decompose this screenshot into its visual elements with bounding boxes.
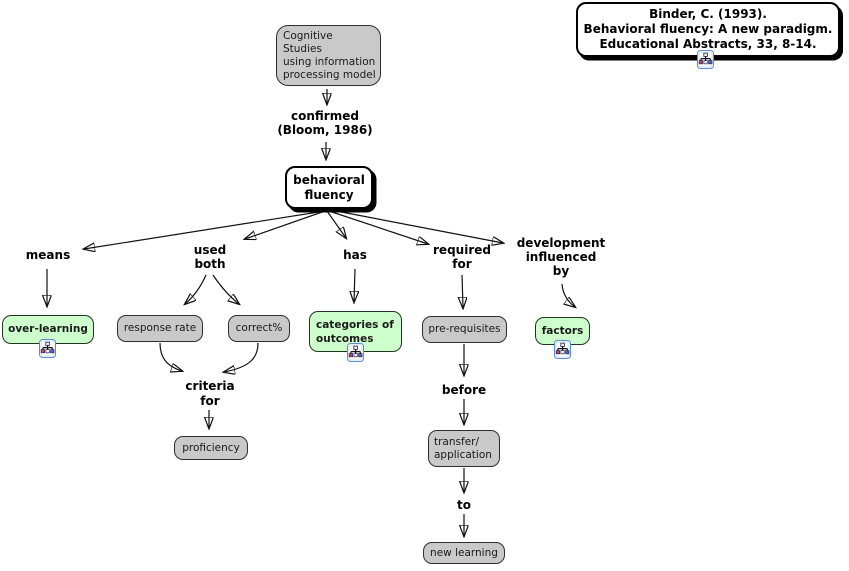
- node-categories-of-outcomes[interactable]: categories of outcomes: [309, 311, 402, 352]
- link-before[interactable]: before: [441, 383, 487, 397]
- link-used-both[interactable]: used both: [193, 243, 227, 271]
- node-correct-percent[interactable]: correct%: [228, 315, 290, 342]
- arrow-bf-to-has: [326, 210, 346, 238]
- arrow-correct-percent-to-criteria: [224, 342, 259, 372]
- arrow-bf-to-required-for: [328, 210, 428, 244]
- link-confirmed[interactable]: confirmed (Bloom, 1986): [277, 109, 373, 137]
- node-pre-requisites[interactable]: pre-requisites: [422, 316, 507, 343]
- link-means[interactable]: means: [25, 248, 71, 262]
- arrow-used-both-to-correct-percent: [212, 274, 239, 304]
- resource-icon-citation[interactable]: [697, 50, 714, 69]
- node-cognitive-studies[interactable]: Cognitive Studies using information proc…: [276, 25, 381, 86]
- link-criteria-for[interactable]: criteria for: [185, 379, 235, 408]
- link-development-influenced-by[interactable]: development influenced by: [516, 236, 606, 278]
- arrow-bf-to-development: [330, 209, 503, 243]
- node-behavioral-fluency[interactable]: behavioral fluency: [285, 166, 373, 209]
- link-required-for[interactable]: required for: [433, 243, 491, 271]
- arrow-response-rate-to-criteria: [159, 342, 182, 371]
- arrow-required-for-to-pre-requisites: [462, 274, 463, 308]
- arrow-bf-to-means: [84, 210, 326, 249]
- link-has[interactable]: has: [343, 248, 367, 262]
- arrow-used-both-to-response-rate: [185, 274, 207, 304]
- link-to[interactable]: to: [457, 498, 471, 512]
- arrow-bf-to-used-both: [245, 210, 326, 239]
- node-new-learning[interactable]: new learning: [423, 542, 505, 564]
- resource-icon-factors[interactable]: [554, 340, 571, 359]
- arrow-has-to-categories: [354, 268, 355, 302]
- node-proficiency[interactable]: proficiency: [174, 436, 248, 460]
- arrow-development-to-factors: [561, 283, 575, 307]
- node-response-rate[interactable]: response rate: [117, 315, 203, 342]
- citation-note[interactable]: Binder, C. (1993). Behavioral fluency: A…: [576, 2, 840, 57]
- node-transfer-application[interactable]: transfer/ application: [428, 430, 500, 467]
- resource-icon-over-learning[interactable]: [39, 339, 56, 358]
- resource-icon-categories[interactable]: [347, 343, 364, 362]
